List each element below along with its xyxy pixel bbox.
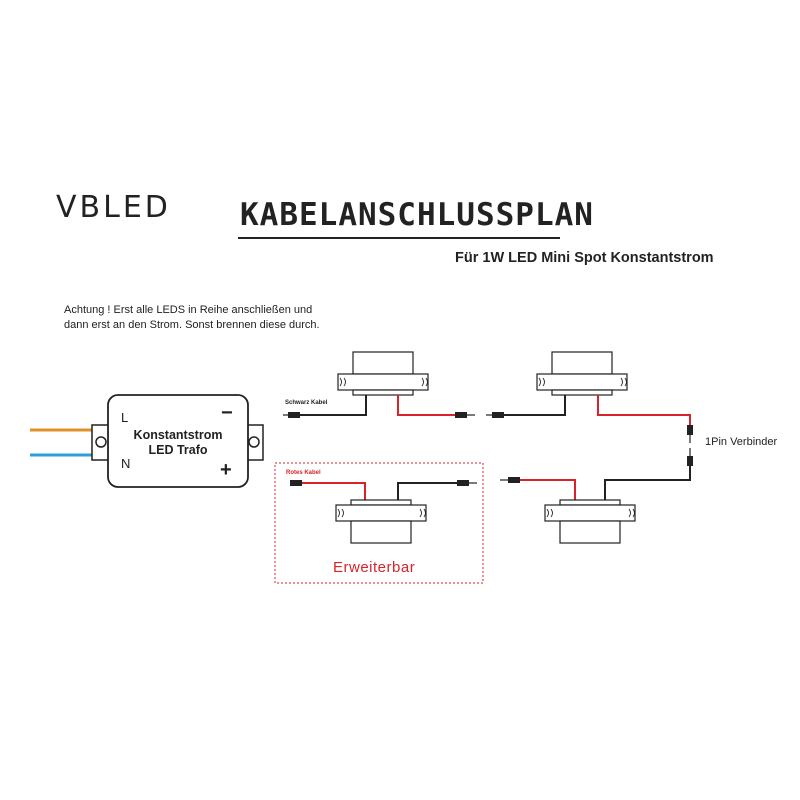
title-underline [238, 237, 560, 239]
led-transformer [91, 394, 264, 488]
warning-line-2: dann erst an den Strom. Sonst brennen di… [64, 319, 320, 331]
extendable-label: Erweiterbar [333, 559, 416, 576]
spot-3-black-wire [604, 466, 691, 500]
led-spot-1 [337, 351, 429, 396]
brand-logo: VBLED [56, 190, 171, 225]
spot-4-black-plug [457, 480, 469, 486]
black-cable-label: Schwarz Kabel [285, 400, 328, 406]
terminal-minus-label: − [221, 402, 233, 424]
warning-line-1: Achtung ! Erst alle LEDS in Reihe anschl… [64, 304, 313, 316]
terminal-n-label: N [121, 456, 131, 471]
spot-2-red-wire [597, 395, 691, 425]
transformer-label-line-1: Konstantstrom [133, 428, 223, 442]
spot-1-black-plug [288, 412, 300, 418]
spot-1-red-wire [397, 395, 455, 416]
connector-label: 1Pin Verbinder [705, 436, 778, 448]
terminal-plus-label: + [220, 459, 232, 481]
pin-connector [687, 425, 693, 466]
spot-1-red-plug [455, 412, 467, 418]
spot-2-black-plug [492, 412, 504, 418]
transformer-label-line-2: LED Trafo [148, 443, 208, 457]
spot-4-red-wire [302, 482, 366, 500]
led-spot-2 [536, 351, 628, 396]
spot-4-red-plug [290, 480, 302, 486]
spot-2-black-wire [504, 395, 566, 416]
warning-text: Achtung ! Erst alle LEDS in Reihe anschl… [64, 303, 320, 333]
extendable-box [274, 462, 484, 584]
led-spot-3 [544, 499, 636, 544]
spot-3-red-plug [508, 477, 520, 483]
spot-3-red-wire [520, 479, 576, 500]
terminal-l-label: L [121, 410, 129, 425]
page-subtitle: Für 1W LED Mini Spot Konstantstrom [455, 250, 714, 266]
spot-4-black-wire [397, 482, 457, 500]
transformer-label: Konstantstrom LED Trafo [118, 428, 238, 458]
led-spot-4 [335, 499, 427, 544]
page-title: KABELANSCHLUSSPLAN [240, 197, 594, 233]
spot-1-black-wire [300, 395, 367, 416]
red-cable-label: Rotes Kabel [286, 470, 321, 476]
